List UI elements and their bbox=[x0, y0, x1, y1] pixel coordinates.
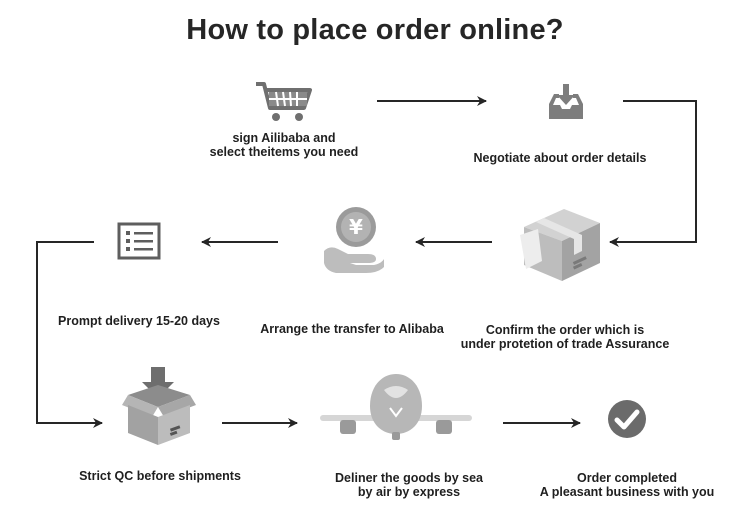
label-line: select theitems you need bbox=[209, 145, 359, 159]
yen-coin-hand-icon: ¥ bbox=[324, 207, 384, 273]
arrow-5-to-6 bbox=[36, 241, 103, 428]
step-label-completed: Order completed A pleasant business with… bbox=[522, 471, 732, 499]
label-line: Strict QC before shipments bbox=[79, 469, 241, 483]
label-line: sign Ailibaba and bbox=[232, 131, 336, 145]
airplane-icon bbox=[320, 374, 472, 440]
box-download-icon bbox=[122, 367, 196, 445]
package-box-icon bbox=[520, 209, 600, 281]
label-line: Prompt delivery 15-20 days bbox=[58, 314, 220, 328]
checklist-icon bbox=[117, 222, 161, 260]
label-line: under protetion of trade Assurance bbox=[460, 337, 670, 351]
checkmark-circle-icon bbox=[608, 400, 646, 438]
step-label-deliver: Deliner the goods by sea by air by expre… bbox=[312, 471, 506, 499]
label-line: Deliner the goods by sea bbox=[335, 471, 483, 485]
step-label-qc: Strict QC before shipments bbox=[62, 469, 258, 483]
label-line: Confirm the order which is bbox=[485, 323, 645, 337]
step-label-confirm: Confirm the order which is under proteti… bbox=[445, 323, 685, 351]
arrow-2-to-3 bbox=[609, 100, 697, 247]
label-line: Arrange the transfer to Alibaba bbox=[260, 322, 444, 336]
shopping-cart-icon bbox=[256, 82, 312, 121]
step-label-sign-up: sign Ailibaba and select theitems you ne… bbox=[184, 131, 384, 159]
page-title: How to place order online? bbox=[186, 14, 564, 46]
step-label-negotiate: Negotiate about order details bbox=[455, 151, 665, 165]
step-label-delivery: Prompt delivery 15-20 days bbox=[40, 314, 238, 328]
svg-text:¥: ¥ bbox=[349, 215, 363, 239]
label-line: Order completed bbox=[576, 471, 678, 485]
label-line: by air by express bbox=[357, 485, 461, 499]
label-line: Negotiate about order details bbox=[473, 151, 647, 165]
step-label-transfer: Arrange the transfer to Alibaba bbox=[248, 322, 456, 336]
label-line: A pleasant business with you bbox=[539, 485, 715, 499]
download-tray-icon bbox=[549, 84, 583, 119]
